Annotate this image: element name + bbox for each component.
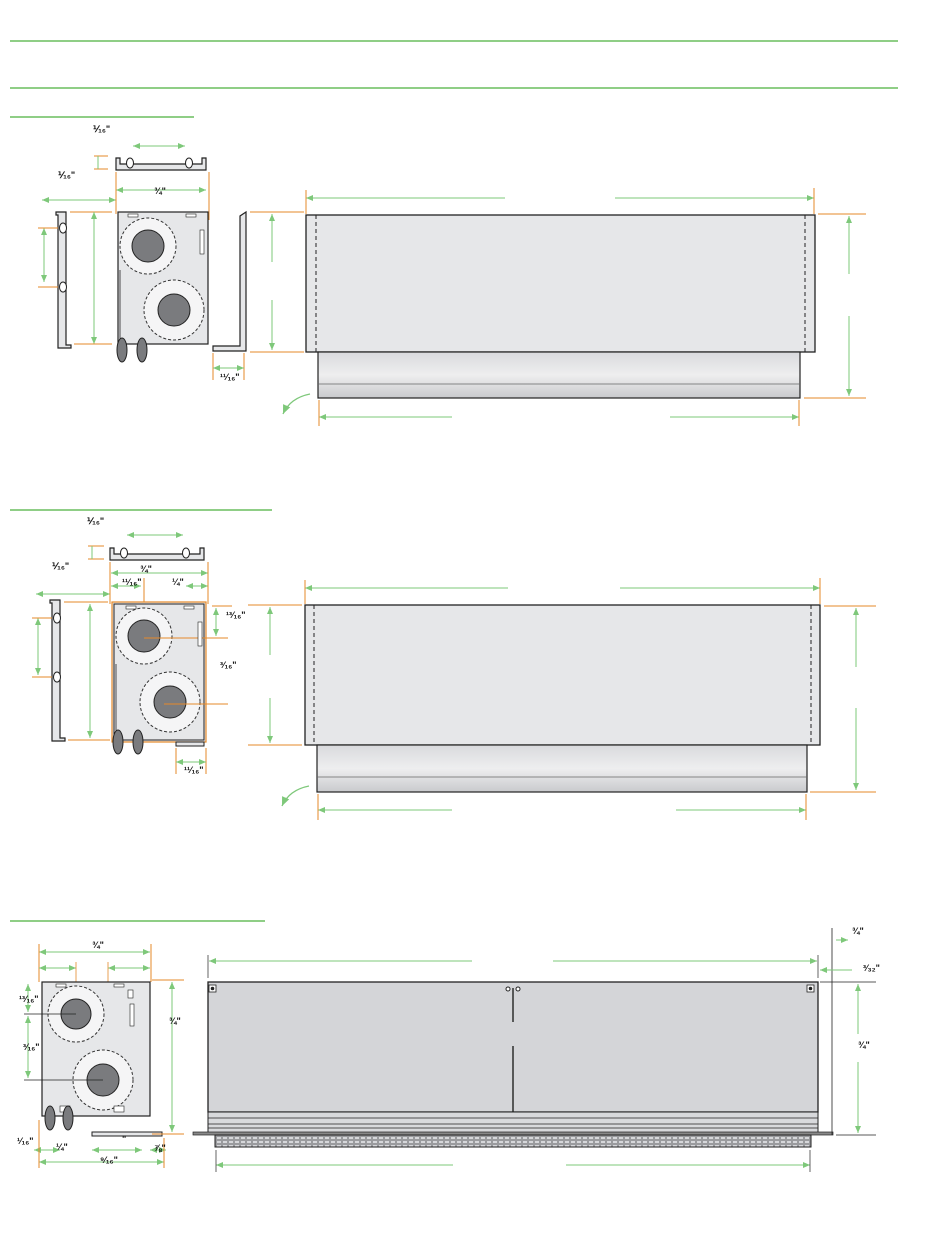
s3-right-height-label: ¾"	[858, 1040, 870, 1050]
s2-side-offset-label: ⅟₁₆"	[52, 561, 69, 571]
s1-width-label: ¾"	[154, 186, 166, 196]
s3-center-gap-label: "	[122, 1134, 126, 1144]
section-3-front-view: ¾" ³⁄₃₂" ¾"	[193, 926, 880, 1172]
section-1-front-view	[250, 188, 866, 426]
s2-lower-spool-offset-label: ³⁄₁₆"	[220, 660, 237, 670]
s2-top-bracket-height-label: ⅟₁₆"	[87, 516, 104, 526]
s2-left-inset-label: ¹¹⁄₁₆"	[122, 577, 142, 587]
s3-left-foot-label: ¹⁄₁₆"	[17, 1136, 34, 1146]
s2-upper-spool-offset-label: ¹³⁄₁₆"	[226, 610, 246, 620]
s2-bottom-lip-label: ¹¹⁄₁₆"	[184, 765, 204, 775]
s3-width-label: ¾"	[92, 940, 104, 950]
s3-upper-spool-offset-label: ¹³⁄₁₆"	[19, 994, 39, 1004]
s1-side-offset-label: ⅟₁₆"	[58, 170, 75, 180]
s1-top-bracket-height-label: ⅟₁₆"	[93, 124, 110, 134]
s3-top-right-offset-label: ¾"	[852, 926, 864, 936]
s3-height-label: ¾"	[169, 1016, 181, 1026]
s1-bottom-lip-label: ¹¹⁄₁₆"	[220, 372, 240, 382]
s3-lower-spool-offset-label: ³⁄₁₆"	[23, 1042, 40, 1052]
s3-overall-depth-label: ⁹⁄₁₆"	[100, 1155, 118, 1165]
section-2-side-view: ⅟₁₆" ⅟₁₆" ¾" ¹¹⁄₁₆" ¼" ¹³⁄₁₆" ³⁄₁₆" ¹¹⁄₁…	[32, 516, 246, 775]
section-3-side-view: ¾" ¹³⁄₁₆" ³⁄₁₆" ¾" ¹⁄₁₆" ¼" " ⅞" ⁹⁄₁₆"	[17, 940, 184, 1168]
section-1-side-view: ⅟₁₆" ⅟₁₆" ¾" ¹¹⁄₁₆"	[38, 124, 246, 382]
s3-right-foot-label: ⅞"	[154, 1143, 166, 1153]
s2-right-inset-label: ¼"	[172, 577, 184, 587]
s3-top-right-small-label: ³⁄₃₂"	[863, 963, 880, 973]
section-2-front-view	[248, 578, 876, 820]
s2-width-label: ¾"	[140, 564, 152, 574]
s3-left-inset-label: ¼"	[56, 1142, 68, 1152]
